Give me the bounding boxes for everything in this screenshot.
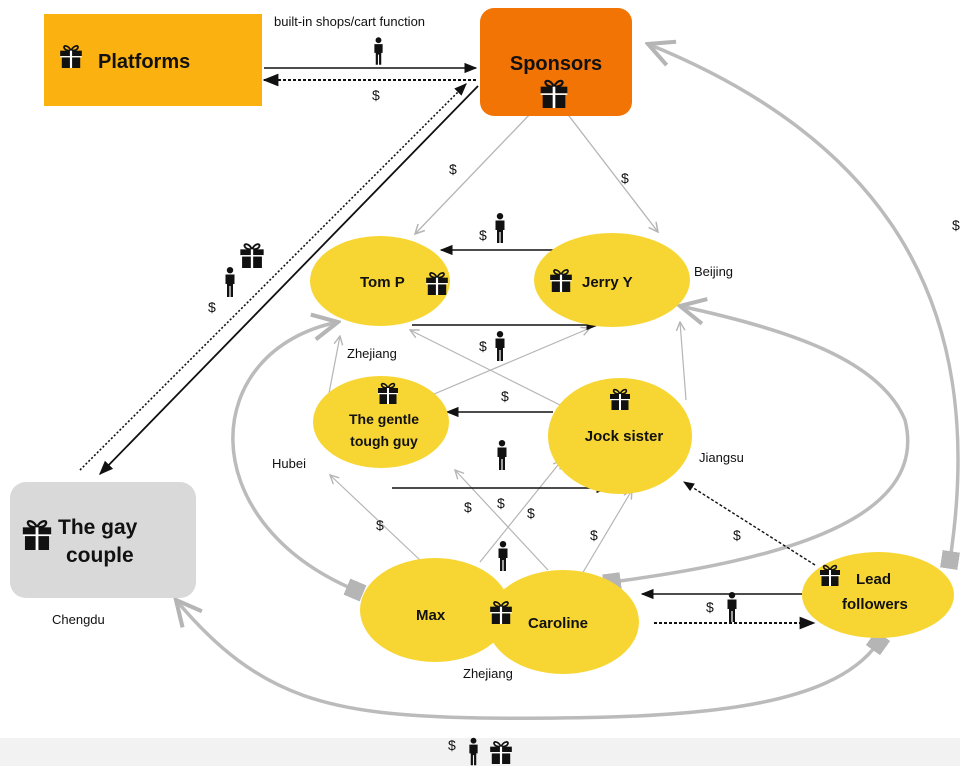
place-beijing: Beijing xyxy=(694,264,733,279)
jock-to-jerry xyxy=(680,322,687,401)
dollar-label: $ xyxy=(733,527,741,543)
gay-couple-line2: couple xyxy=(66,544,134,567)
shop-cart-label: built-in shops/cart function xyxy=(274,14,425,29)
sponsors-node: Sponsors xyxy=(480,8,632,116)
person-icon xyxy=(727,592,737,622)
caroline-to-gentle xyxy=(455,470,549,571)
person-icon xyxy=(498,541,508,571)
max-to-jock xyxy=(479,460,562,563)
jock-node: Jock sister xyxy=(548,378,692,494)
max-node: Max xyxy=(360,558,510,662)
dollar-label: $ xyxy=(376,517,384,533)
person-icon xyxy=(374,37,383,65)
dollar-label: $ xyxy=(527,505,535,521)
jock-label: Jock sister xyxy=(585,428,664,445)
dollar-label: $ xyxy=(497,495,505,511)
person-icon xyxy=(469,737,478,766)
gentle-line1: The gentle xyxy=(349,411,419,427)
lead-to-jock xyxy=(683,481,816,566)
place-zhejiang-bottom: Zhejiang xyxy=(463,666,513,681)
person-icon xyxy=(225,267,235,297)
dollar-label: $ xyxy=(501,388,509,404)
place-hubei: Hubei xyxy=(272,456,306,471)
lead-line1: Lead xyxy=(856,571,891,588)
dollar-label: $ xyxy=(479,227,487,243)
caroline-label: Caroline xyxy=(528,615,588,632)
dollar-label: $ xyxy=(464,499,472,515)
loop-caroline-tom xyxy=(231,322,355,590)
dollar-label: $ xyxy=(448,737,456,753)
sponsors-label: Sponsors xyxy=(510,53,602,75)
loop-gay-couple-lead xyxy=(176,600,878,720)
jerry-node: Jerry Y xyxy=(534,233,690,327)
caroline-node: Caroline xyxy=(487,570,639,674)
sponsors-to-gay-couple xyxy=(98,85,479,476)
dollar-label: $ xyxy=(590,527,598,543)
dollar-label: $ xyxy=(621,170,629,186)
place-chengdu: Chengdu xyxy=(52,612,105,627)
max-label: Max xyxy=(416,607,446,624)
gift-icon xyxy=(489,741,513,764)
gift-icon xyxy=(239,243,265,268)
place-zhejiang-top: Zhejiang xyxy=(347,346,397,361)
dollar-label: $ xyxy=(208,299,216,315)
dollar-label: $ xyxy=(952,217,960,233)
tom-label: Tom P xyxy=(360,274,405,291)
gentle-to-jerry xyxy=(419,328,590,401)
dollar-label: $ xyxy=(372,87,380,103)
max-to-gentle xyxy=(330,475,421,561)
sponsor-to-tom xyxy=(415,111,533,234)
sponsor-to-jerry xyxy=(565,111,658,232)
lead-followers-node: Lead followers xyxy=(802,552,954,638)
person-icon xyxy=(497,440,507,470)
lead-line2: followers xyxy=(842,596,908,613)
caroline-to-jock xyxy=(581,490,632,575)
platforms-label: Platforms xyxy=(98,51,190,73)
place-jiangsu: Jiangsu xyxy=(699,450,744,465)
gentle-node: The gentle tough guy xyxy=(313,376,449,468)
gay-couple-to-sponsors xyxy=(79,83,467,471)
person-icon xyxy=(495,331,505,361)
gay-couple-line1: The gay xyxy=(58,516,138,539)
tom-node: Tom P xyxy=(310,236,450,326)
bottom-band xyxy=(0,738,960,766)
jerry-label: Jerry Y xyxy=(582,274,633,291)
platforms-node: Platforms xyxy=(44,14,262,106)
dollar-label: $ xyxy=(479,338,487,354)
gay-couple-node: The gay couple xyxy=(10,482,196,598)
dollar-label: $ xyxy=(449,161,457,177)
gentle-line2: tough guy xyxy=(350,433,418,449)
person-icon xyxy=(495,213,505,243)
loop-lead-sponsors xyxy=(648,44,958,560)
dollar-label: $ xyxy=(706,599,714,615)
